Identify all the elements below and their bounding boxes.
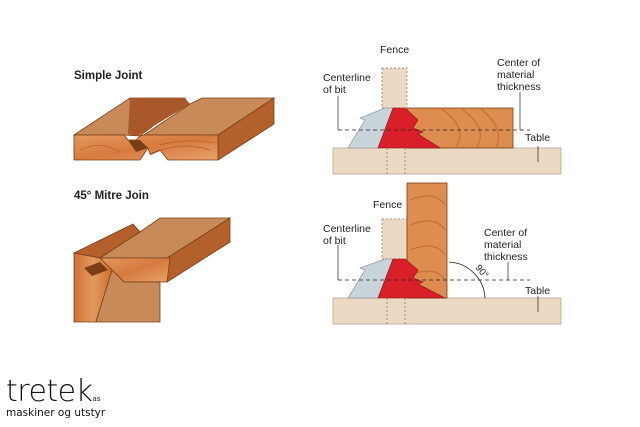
bit-red	[377, 107, 442, 149]
workpiece	[406, 107, 514, 149]
simple-joint-illustration	[72, 97, 276, 161]
center-thickness-label: Center of material thickness	[484, 227, 528, 263]
centerline-label: Centerline of bit	[323, 223, 371, 247]
simple-joint-title: Simple Joint	[74, 70, 143, 82]
center-line-3: thickness	[497, 81, 541, 93]
mitre-join-title: 45° Mitre Join	[74, 190, 149, 202]
center-line-1: Center of	[497, 57, 541, 69]
centerline-line-2: of bit	[323, 84, 346, 96]
angle-arc	[448, 261, 486, 299]
center-line-1: Center of	[484, 227, 528, 239]
center-line-3: thickness	[484, 251, 528, 263]
center-line-2: material	[497, 69, 535, 81]
table-label: Table	[525, 285, 551, 297]
centerline-line-1: Centerline	[323, 223, 371, 235]
mitre-join-illustration	[72, 217, 232, 323]
logo-tagline: maskiner og utstyr	[6, 407, 106, 419]
logo-suffix: as	[92, 395, 101, 403]
centerline-label: Centerline of bit	[323, 72, 371, 96]
fence-label: Fence	[380, 44, 410, 56]
logo-name: tretek	[6, 374, 93, 409]
center-thickness-label: Center of material thickness	[497, 57, 541, 93]
fence	[381, 67, 408, 109]
top-router-diagram	[332, 67, 562, 176]
fence	[381, 218, 408, 260]
centerline-line-1: Centerline	[323, 72, 371, 84]
table-label: Table	[525, 132, 551, 144]
bottom-router-diagram	[332, 182, 562, 326]
tretek-logo: tretekas	[6, 374, 100, 409]
table	[332, 147, 562, 175]
fence-label: Fence	[373, 199, 403, 211]
table	[332, 297, 562, 325]
center-line-2: material	[484, 239, 522, 251]
centerline-line-2: of bit	[323, 235, 346, 247]
